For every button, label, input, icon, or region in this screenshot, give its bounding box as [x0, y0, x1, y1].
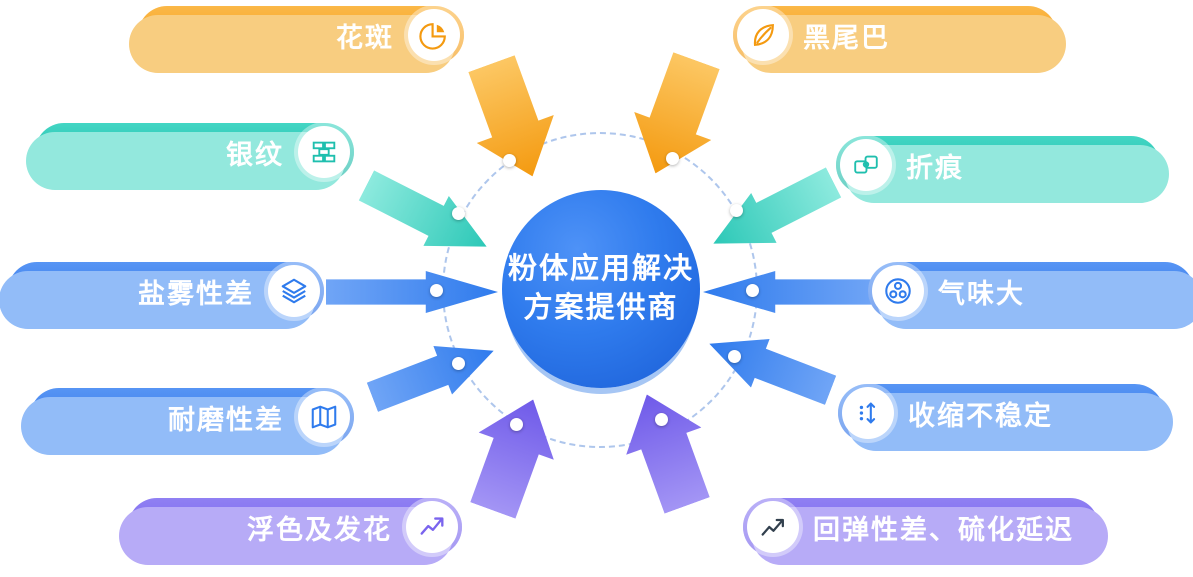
pill-label: 收缩不稳定	[908, 400, 1053, 431]
connector-dot	[503, 154, 516, 167]
pill-fuse: 浮色及发花	[128, 498, 462, 556]
pill-huitan: 回弹性差、硫化延迟	[743, 498, 1099, 556]
pill-label: 黑尾巴	[803, 22, 890, 53]
pill-label: 浮色及发花	[247, 514, 392, 545]
pill-label: 折痕	[906, 152, 964, 183]
center-title-line2: 方案提供商	[523, 292, 679, 324]
line-chart-icon	[747, 501, 799, 553]
layers-icon	[268, 265, 320, 317]
pill-yinwen: 银纹	[35, 123, 354, 181]
connector-dot	[452, 207, 465, 220]
pill-zhehen: 折痕	[836, 136, 1160, 194]
pill-label: 花斑	[336, 22, 394, 53]
trend-arrow-icon	[406, 501, 458, 553]
bricks-icon	[298, 126, 350, 178]
connector-dot	[746, 284, 759, 297]
pill-label: 耐磨性差	[168, 404, 284, 435]
map-icon	[298, 391, 350, 443]
center-title-line1: 粉体应用解决	[507, 252, 694, 285]
connector-dot	[730, 204, 743, 217]
shrink-icon	[842, 387, 894, 439]
connector-dot	[452, 357, 465, 370]
pill-heiweiba: 黑尾巴	[733, 6, 1057, 64]
center-node: 粉体应用解决 方案提供商	[502, 190, 700, 388]
pill-label: 银纹	[226, 139, 284, 170]
pill-naimo: 耐磨性差	[30, 388, 354, 446]
connector-dot	[430, 284, 443, 297]
pill-huaban: 花斑	[138, 6, 464, 64]
pill-label: 气味大	[938, 278, 1025, 309]
puzzle-icon	[840, 139, 892, 191]
connector-dot	[510, 418, 523, 431]
connector-dot	[666, 152, 679, 165]
pill-qiwei: 气味大	[868, 262, 1193, 320]
pill-yanwu: 盐雾性差	[8, 262, 324, 320]
pill-shousuo: 收缩不稳定	[838, 384, 1164, 442]
connector-dot	[728, 350, 741, 363]
pie-chart-icon	[408, 9, 460, 61]
connector-dot	[655, 413, 668, 426]
pill-label: 盐雾性差	[138, 278, 254, 309]
bubbles-icon	[872, 265, 924, 317]
leaf-icon	[737, 9, 789, 61]
pill-label: 回弹性差、硫化延迟	[813, 514, 1074, 545]
